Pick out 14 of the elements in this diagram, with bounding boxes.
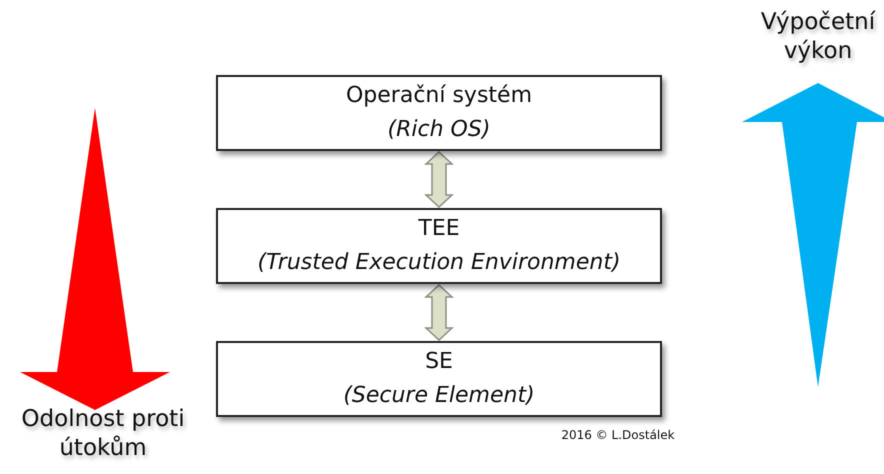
axis-label: Odolnost proti útokům bbox=[20, 405, 186, 462]
layer-subtitle: (Trusted Execution Environment) bbox=[257, 249, 621, 277]
axis-label: Výpočetní výkon bbox=[760, 8, 876, 66]
double-arrow bbox=[424, 150, 454, 208]
layer-title: TEE bbox=[418, 215, 460, 243]
copyright-note: 2016 © L.Dostálek bbox=[560, 428, 676, 443]
layer-subtitle: (Secure Element) bbox=[343, 382, 535, 410]
layer-box bbox=[216, 341, 662, 417]
double-arrow bbox=[424, 284, 454, 342]
layer-box bbox=[216, 208, 662, 284]
layer-title: SE bbox=[425, 348, 453, 376]
layer-box bbox=[216, 75, 662, 151]
layer-title: Operační systém bbox=[346, 82, 532, 110]
layer-subtitle: (Rich OS) bbox=[388, 116, 490, 144]
